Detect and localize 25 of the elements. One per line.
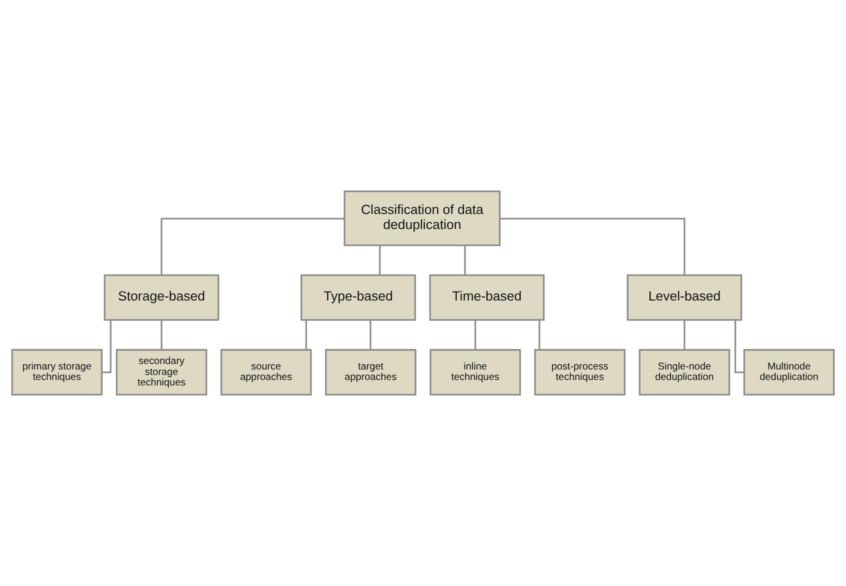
node-box: primary storage techniques xyxy=(11,349,103,396)
connector xyxy=(684,320,686,350)
connector xyxy=(474,320,476,350)
connector xyxy=(160,218,344,275)
connector xyxy=(379,245,381,276)
connector xyxy=(500,218,686,275)
connector xyxy=(160,320,162,350)
node-box: Classification of data deduplication xyxy=(344,190,501,246)
node-box: target approaches xyxy=(325,349,416,396)
node-box: inline techniques xyxy=(430,349,521,396)
node-box: Type-based xyxy=(300,274,416,321)
node-box: secondary storage techniques xyxy=(116,349,208,396)
node-box: Storage-based xyxy=(104,274,220,321)
connector xyxy=(102,320,112,374)
connector xyxy=(370,320,372,350)
node-box: source approaches xyxy=(220,349,312,396)
connector xyxy=(734,320,744,374)
node-box: Time-based xyxy=(429,274,545,321)
connector xyxy=(305,320,307,350)
connector xyxy=(538,320,540,350)
node-box: Single-node deduplication xyxy=(638,349,730,396)
connector xyxy=(464,245,466,276)
node-box: post-process techniques xyxy=(534,349,626,396)
node-box: Level-based xyxy=(626,274,742,321)
node-box: Multinode deduplication xyxy=(743,349,835,396)
